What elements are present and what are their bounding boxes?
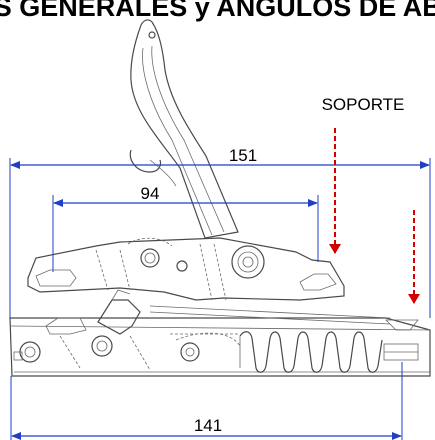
dimension-151: 151: [9, 146, 431, 318]
support-label: SOPORTE: [322, 95, 405, 114]
lower-base-channel: [9, 289, 431, 377]
hinge-lever-arm: [129, 19, 239, 239]
coil-spring: [239, 331, 383, 373]
dimension-94-label: 94: [141, 184, 160, 203]
dimension-141-label: 141: [194, 416, 222, 435]
dimension-94: 94: [52, 184, 319, 272]
upper-mounting-plate: [27, 237, 345, 301]
dimension-141: 141: [10, 362, 403, 440]
header-text: AS GENERALES y ANGULOS DE ABE: [0, 0, 435, 22]
dimension-151-label: 151: [229, 146, 257, 165]
